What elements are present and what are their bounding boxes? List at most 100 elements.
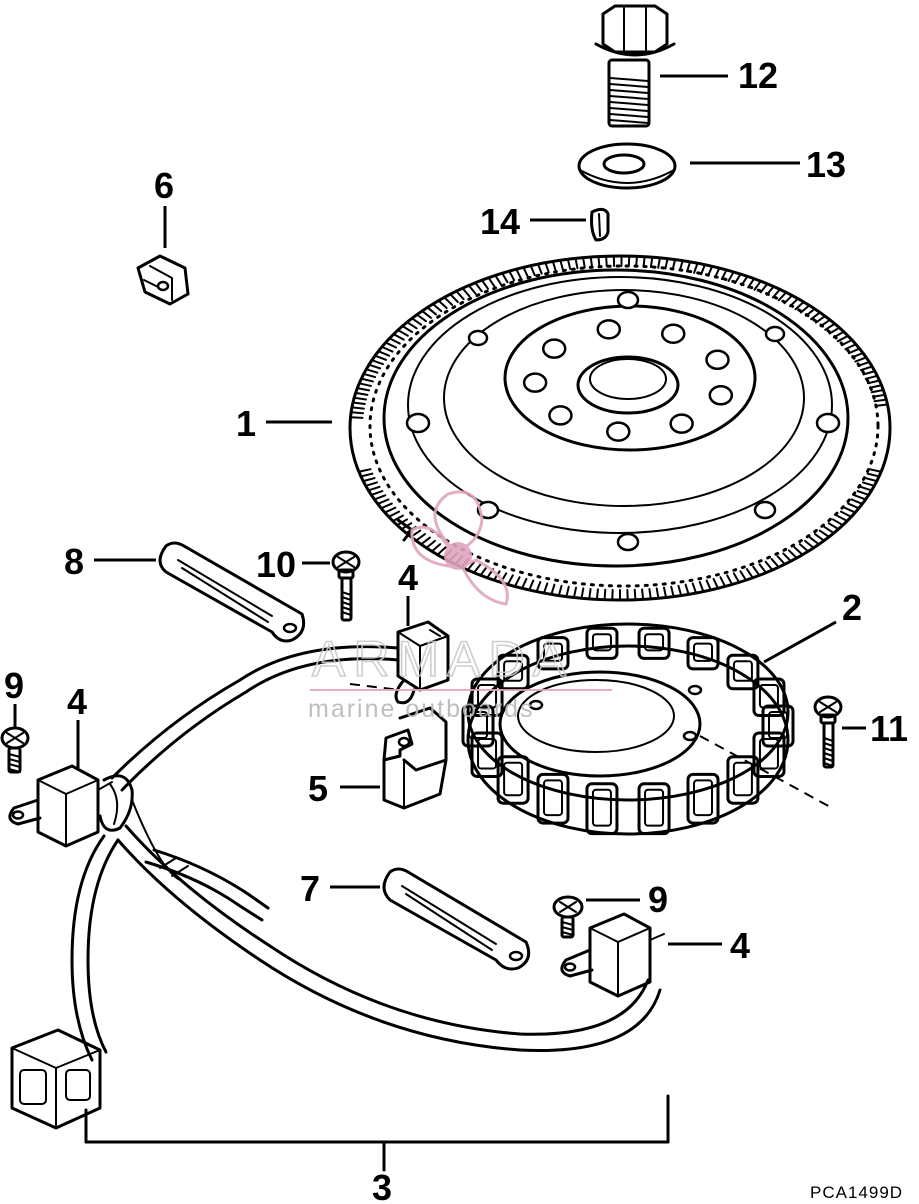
ring-gear-tooth	[764, 560, 774, 571]
flywheel-key	[590, 207, 610, 242]
callout-10: 10	[256, 544, 296, 585]
ring-gear-tooth	[508, 270, 516, 282]
callout-4-top: 4	[398, 557, 418, 598]
sensor-retainer	[382, 706, 448, 810]
stator-coil	[726, 755, 760, 805]
thread-line	[823, 747, 834, 752]
ring-gear-tooth	[415, 313, 427, 323]
flywheel-ring-gear-teeth	[349, 255, 889, 601]
ring-gear-tooth	[823, 525, 835, 535]
thread-line	[609, 83, 649, 88]
thread-line	[609, 119, 649, 124]
sensor-top	[394, 620, 450, 705]
stator-coil	[585, 782, 619, 836]
ring-gear-tooth	[544, 261, 550, 274]
mounting-strap-7	[382, 867, 531, 971]
ring-gear-tooth	[794, 300, 805, 311]
ring-gear-tooth	[827, 522, 840, 531]
callout-5: 5	[308, 768, 328, 809]
ring-gear-tooth	[753, 280, 762, 291]
ring-gear-tooth	[383, 506, 397, 514]
ring-gear-tooth	[873, 398, 888, 403]
hub-bolt-hole	[596, 319, 622, 340]
ring-gear-tooth	[580, 587, 585, 600]
ring-gear-tooth	[357, 468, 372, 473]
ring-gear-tooth	[670, 585, 675, 598]
ring-gear-tooth	[836, 334, 849, 343]
thread-line	[8, 758, 21, 763]
thread-line	[823, 762, 834, 767]
callout-7: 7	[300, 868, 320, 909]
ring-gear-tooth	[374, 354, 387, 361]
ring-gear-tooth	[853, 494, 867, 501]
callout-14: 14	[480, 201, 520, 242]
ring-gear-tooth	[814, 315, 827, 324]
ring-gear-tooth	[574, 257, 579, 270]
ring-gear-tooth	[712, 577, 719, 590]
ring-gear-tooth	[380, 502, 393, 510]
ring-gear-tooth	[605, 255, 608, 268]
ring-gear-tooth	[494, 274, 502, 286]
ring-gear-tooth	[406, 321, 418, 330]
ring-gear-tooth	[691, 582, 698, 595]
ring-gear-tooth	[847, 502, 860, 510]
ring-gear-tooth	[787, 549, 798, 559]
callout-labels: 12 13 14 6 1 2 8 10 4 9 4 11 5 7 9 4 3	[4, 55, 908, 1204]
stator-coil-core	[591, 788, 612, 827]
stator-coil-core	[543, 779, 563, 817]
ring-gear-tooth	[798, 543, 810, 553]
ring-gear-tooth	[589, 256, 594, 268]
ring-gear-tooth	[537, 263, 543, 275]
ring-gear-tooth	[777, 291, 788, 302]
callout-2: 2	[842, 587, 862, 628]
ring-gear-tooth	[396, 329, 409, 337]
stator-coil-core	[768, 711, 788, 739]
ring-gear-tooth	[824, 322, 836, 331]
ring-gear-tooth	[836, 514, 849, 522]
ring-gear-tooth	[535, 581, 542, 593]
thread-line	[609, 77, 649, 82]
ring-gear-tooth	[443, 296, 454, 306]
propeller-logo-icon	[410, 490, 509, 606]
thread-line	[609, 107, 649, 112]
stator-coil	[496, 755, 530, 805]
ring-gear-tooth	[686, 260, 692, 273]
thread-line	[823, 752, 834, 757]
ring-gear-tooth	[557, 584, 563, 597]
ring-gear-tooth	[501, 272, 509, 284]
ring-gear-tooth	[414, 533, 427, 542]
ring-gear-tooth	[388, 337, 401, 345]
wiring-harness	[10, 645, 833, 1130]
stator-coil	[686, 772, 720, 825]
ring-gear-tooth	[719, 576, 727, 588]
stator-coil-core	[477, 738, 498, 770]
harness-dimension-bracket	[84, 1094, 670, 1172]
ring-gear-tooth	[866, 379, 881, 385]
stator-coil	[686, 636, 720, 671]
stator-coil	[470, 677, 504, 718]
ring-gear-tooth	[354, 391, 369, 396]
ring-gear-tooth	[597, 255, 601, 268]
ring-gear-tooth	[529, 264, 536, 277]
ring-gear-tooth	[818, 529, 831, 538]
hub-bolt-hole	[660, 323, 686, 344]
ring-gear-tooth	[752, 565, 761, 577]
ring-gear-tooth	[362, 477, 376, 483]
ring-gear-tooth	[809, 536, 820, 546]
ring-gear-tooth	[420, 536, 431, 546]
thread-line	[561, 921, 574, 926]
hub-bolt-hole	[705, 349, 730, 371]
ring-gear-tooth	[799, 304, 811, 314]
ring-gear-tooth	[635, 255, 638, 268]
ring-gear-tooth	[542, 582, 549, 595]
ring-gear-tooth	[657, 256, 661, 269]
sensor-lower-right	[560, 912, 665, 998]
stator-coil-core	[591, 633, 612, 652]
hub-bolt-hole	[522, 372, 548, 393]
ring-gear-tooth	[559, 259, 565, 272]
ring-gear-tooth	[859, 365, 874, 372]
stator-coil	[726, 653, 760, 691]
ring-gear-tooth	[467, 284, 477, 295]
ring-gear-tooth	[566, 258, 572, 271]
